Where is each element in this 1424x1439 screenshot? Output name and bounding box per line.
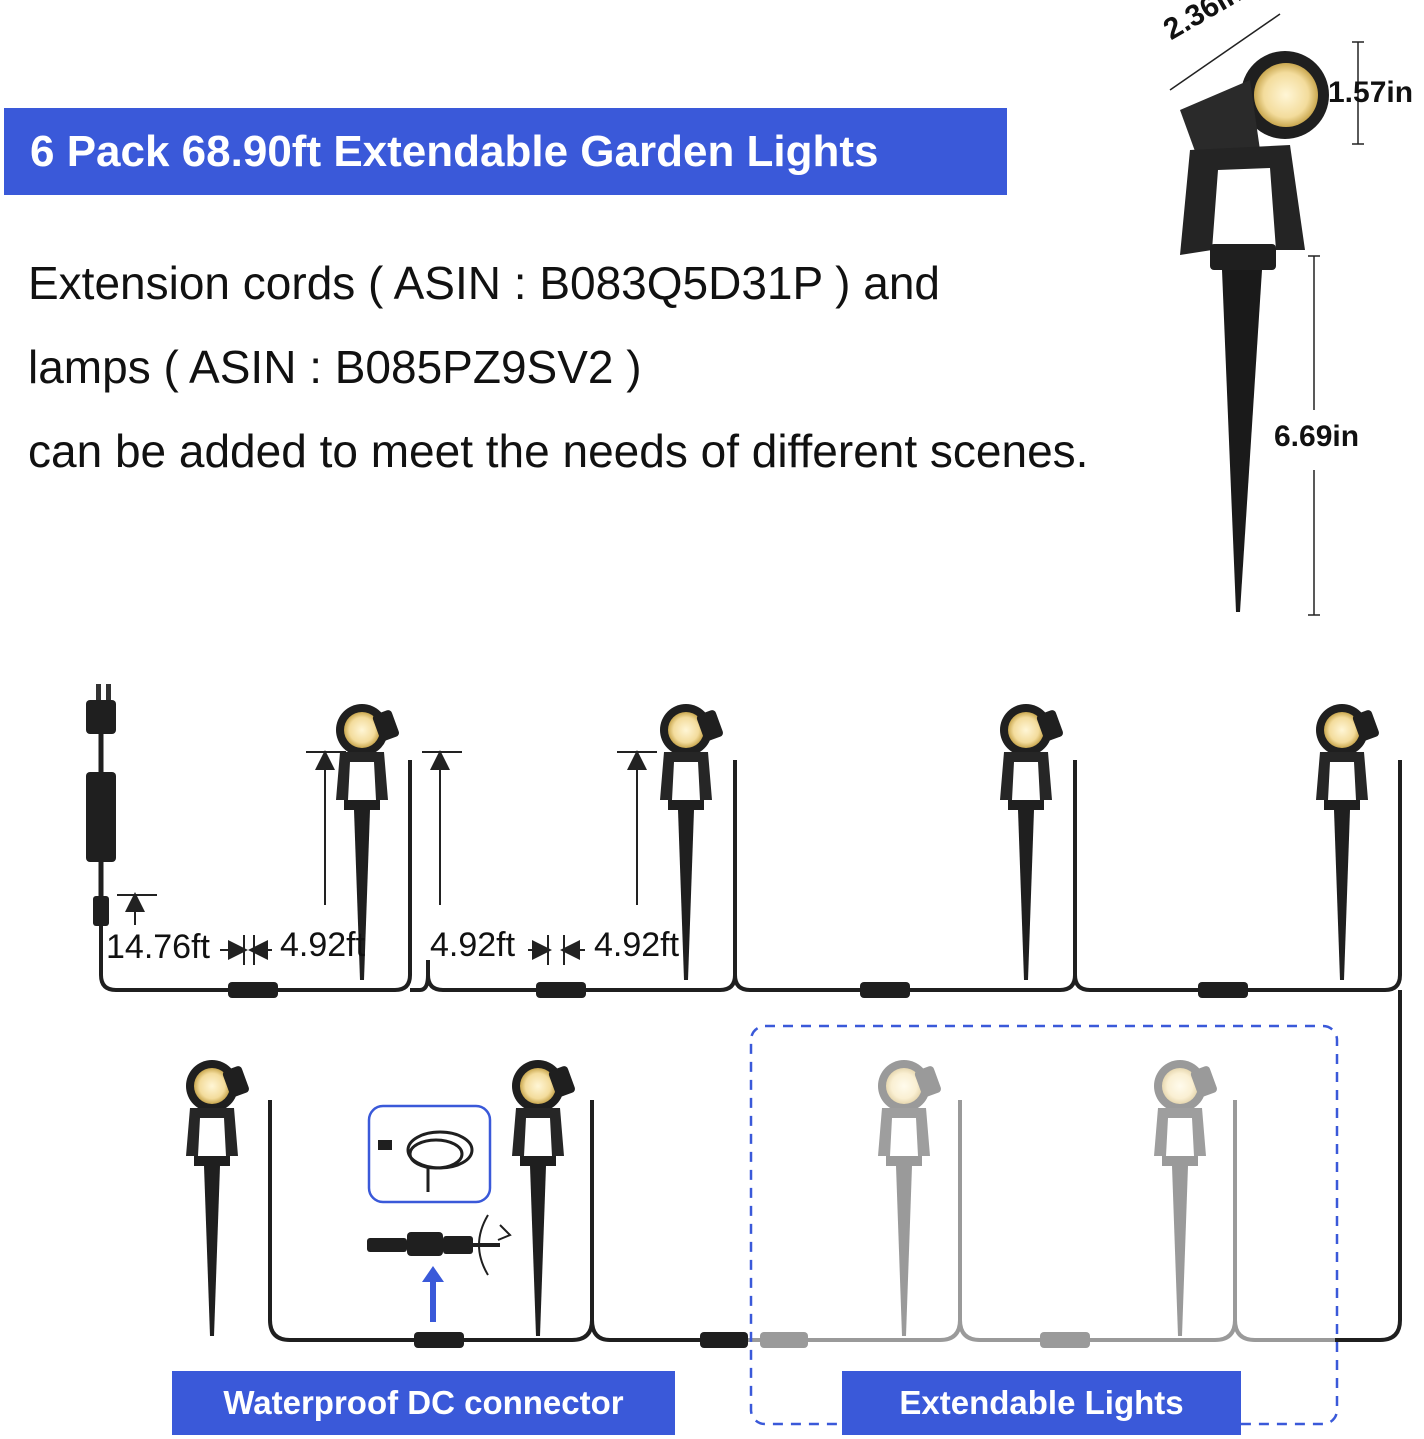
cord-length-label-1: 4.92ft bbox=[280, 926, 366, 964]
description-line-1: Extension cords ( ASIN : B083Q5D31P ) an… bbox=[28, 257, 940, 309]
cord-length-label-3: 4.92ft bbox=[594, 926, 680, 964]
height-arrows bbox=[117, 750, 657, 925]
cable-run bbox=[99, 760, 1402, 1342]
description-line-3: can be added to meet the needs of differ… bbox=[28, 425, 1089, 477]
description-line-2: lamps ( ASIN : B085PZ9SV2 ) bbox=[28, 341, 642, 393]
lead-length-label: 14.76ft bbox=[106, 928, 210, 966]
height-dimension-label: 1.57in bbox=[1328, 76, 1414, 109]
connector-banner: Waterproof DC connector bbox=[172, 1371, 675, 1435]
cable-connectors bbox=[228, 982, 1248, 1348]
lamp-4 bbox=[1316, 704, 1381, 980]
connector-label: Waterproof DC connector bbox=[223, 1384, 624, 1421]
page-title: 6 Pack 68.90ft Extendable Garden Lights bbox=[30, 126, 879, 176]
lamp-product-view bbox=[1180, 51, 1329, 612]
lamp-6 bbox=[512, 1060, 577, 1336]
lamp-3 bbox=[1000, 704, 1065, 980]
connector-detail bbox=[367, 1214, 512, 1322]
lamp-5 bbox=[186, 1060, 251, 1336]
extendable-lamps bbox=[878, 1060, 1219, 1336]
power-adapter bbox=[86, 684, 116, 926]
extendable-banner: Extendable Lights bbox=[842, 1371, 1241, 1435]
segment-arrows bbox=[220, 935, 585, 965]
cord-length-label-2: 4.92ft bbox=[430, 926, 516, 964]
extendable-dashed-box bbox=[749, 1024, 1339, 1426]
extension-cord-inset bbox=[367, 1104, 492, 1204]
extendable-label: Extendable Lights bbox=[899, 1384, 1184, 1421]
title-banner: 6 Pack 68.90ft Extendable Garden Lights bbox=[4, 108, 1007, 195]
dimension-lines bbox=[1169, 13, 1364, 616]
length-dimension-label: 6.69in bbox=[1274, 420, 1360, 453]
